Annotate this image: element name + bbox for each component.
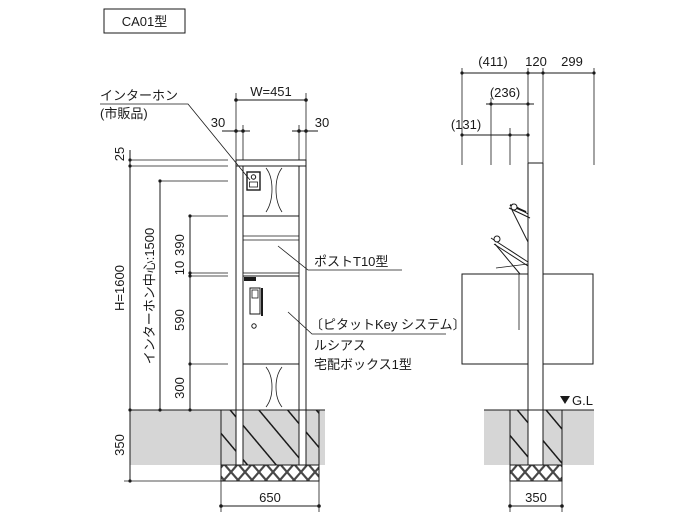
side-left-label: 30: [211, 115, 225, 130]
intercom-label-line1: インターホン: [100, 88, 178, 103]
side-dim-299: 299: [561, 54, 583, 69]
intercom-unit: [246, 171, 261, 191]
dim-intercom-center: インターホン中心:1500: [142, 228, 157, 365]
side-dim-131: (131): [451, 117, 481, 132]
dim-base-width-side: 350: [525, 490, 547, 505]
post-label: ポストT10型: [314, 254, 388, 269]
lusias-label: ルシアス: [314, 338, 366, 353]
side-dim-120: 120: [525, 54, 547, 69]
front-post: [235, 159, 307, 466]
side-dim-236: (236): [490, 85, 520, 100]
model-label: CA01型: [122, 14, 168, 29]
dim-left-top: 25: [112, 147, 127, 161]
delivery-label: 宅配ボックス1型: [314, 357, 412, 372]
model-label-box: CA01型: [103, 8, 186, 34]
dim-base-width-front: 650: [259, 490, 281, 505]
ground-front: [130, 409, 325, 482]
dim-height-total: H=1600: [112, 265, 127, 311]
dim-seg-10: 10: [172, 261, 187, 275]
side-view: G.L (411) 120 299 (236): [451, 54, 596, 512]
dim-seg-390: 390: [172, 234, 187, 256]
dim-seg-300: 300: [172, 377, 187, 399]
dim-foundation: 350: [112, 434, 127, 456]
ground-label: G.L: [572, 393, 593, 408]
dim-seg-590: 590: [172, 309, 187, 331]
intercom-label-line2: (市販品): [100, 106, 148, 121]
front-dimensions: W=451 30 30 インターホン (市販品) 25 H=1600: [100, 84, 466, 512]
pitat-label: 〔ピタットKey システム〕: [310, 317, 466, 332]
side-dim-411: (411): [478, 54, 507, 69]
width-total-label: W=451: [250, 84, 292, 99]
side-right-label: 30: [315, 115, 329, 130]
